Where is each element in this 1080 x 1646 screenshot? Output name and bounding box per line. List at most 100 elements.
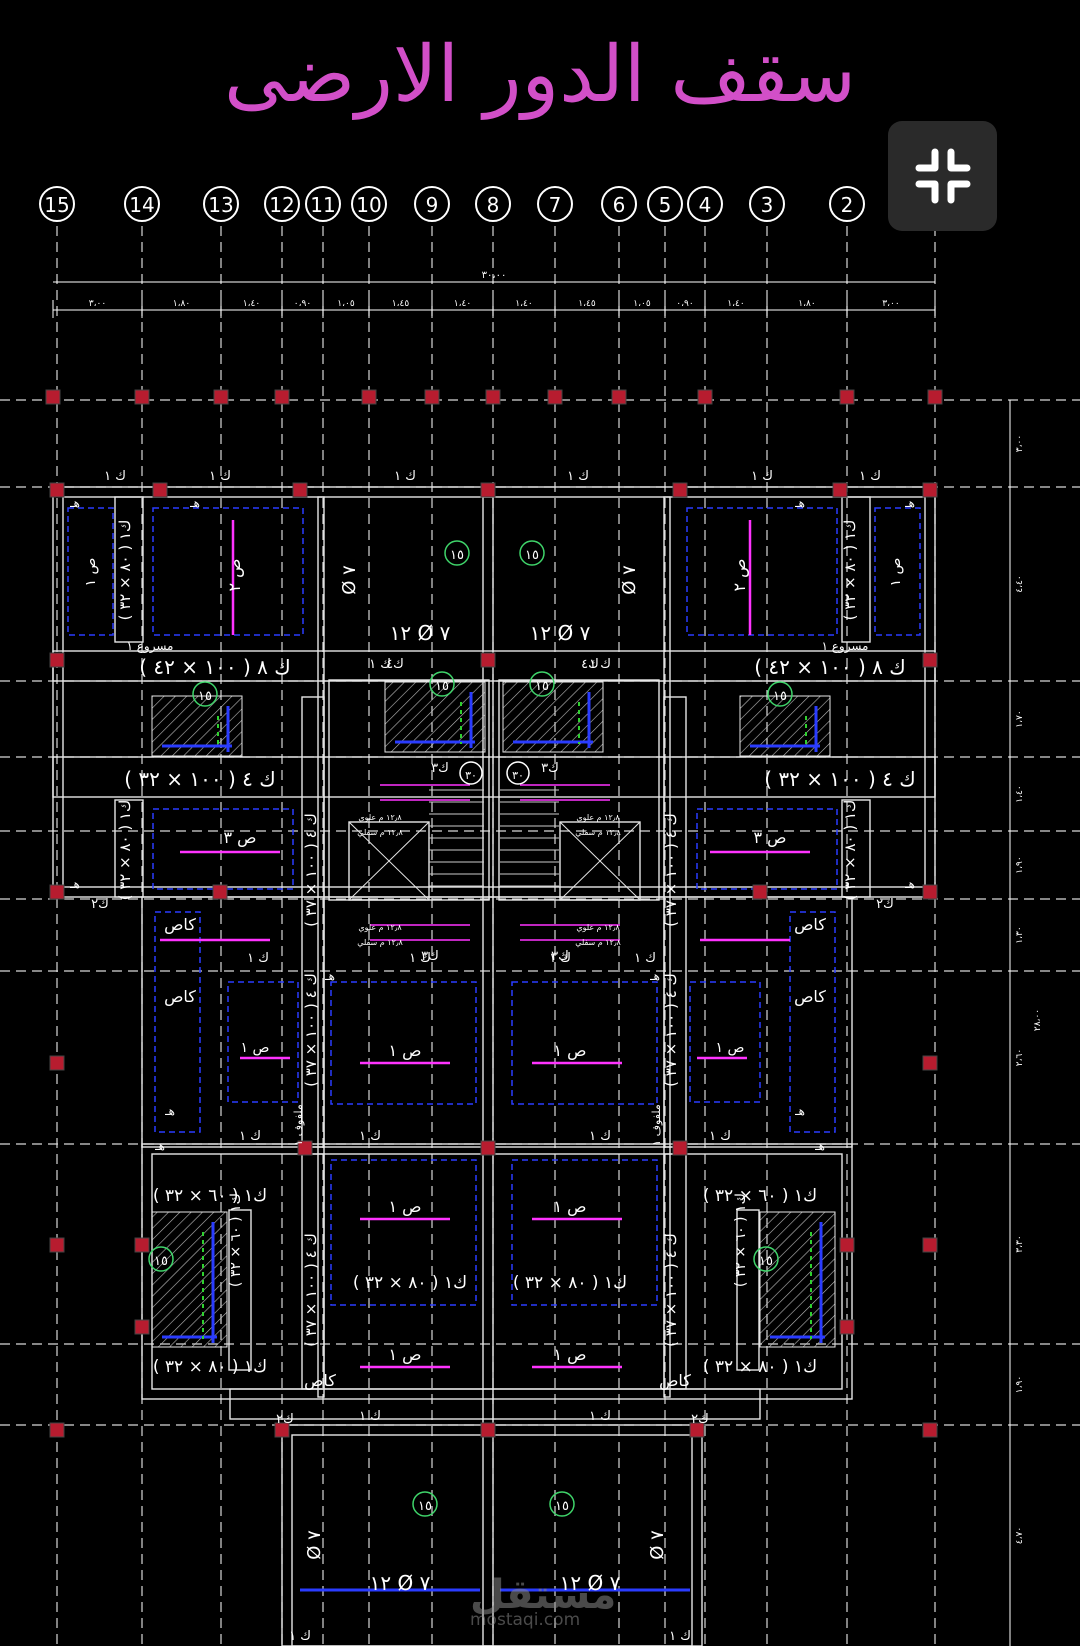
column — [134, 389, 150, 405]
axis-label: 12 — [269, 193, 294, 217]
column — [49, 652, 65, 668]
beam-tag: ك٢ — [691, 1412, 709, 1427]
slab-outline — [67, 507, 114, 636]
section-label: ١٥ — [525, 548, 539, 563]
watermark-logo: مستقل — [470, 1572, 617, 1618]
elevator-x — [348, 821, 430, 901]
dimension-bay: ١،٤٥ — [392, 299, 410, 309]
watermark: مستقل mostaqi.com — [470, 1572, 616, 1630]
column — [49, 482, 65, 498]
dimension-right: ٤،٧٠ — [1015, 1527, 1025, 1544]
outer-wall-inner — [62, 496, 926, 888]
beam-tag: ك ١ — [359, 1129, 381, 1144]
label-slab_s1: ص ١ — [388, 1041, 421, 1061]
axis-bubble — [601, 186, 637, 222]
section-circle — [148, 1246, 174, 1272]
dimension-bay: ١،٨٠ — [798, 299, 815, 309]
dimension-right: ٤،٤٠ — [1015, 575, 1025, 592]
hinge-tag: هـ — [794, 1104, 805, 1118]
label-beam_k1_80: ك١ ( ٨٠ × ٣٢ ) — [513, 1273, 627, 1293]
beam-tag: ك ١ — [209, 469, 231, 484]
label-rebar2: ٧ Ø — [647, 1530, 668, 1560]
column — [922, 1237, 938, 1253]
section-circle — [767, 681, 793, 707]
label-beam_k4: ك ٤ ( ١٠٠ × ٣٢ ) — [124, 767, 276, 791]
beam-tag: ك ١ — [409, 951, 431, 966]
axis-label: 2 — [841, 193, 854, 217]
axis-bubble — [475, 186, 511, 222]
slab-outline — [330, 1159, 477, 1306]
lower-ledge — [229, 1388, 761, 1420]
beam-tag: ك٤ — [386, 657, 404, 672]
beam-tag: ك ١ — [751, 469, 773, 484]
axis-label: 5 — [659, 193, 672, 217]
axis-label: 10 — [356, 193, 381, 217]
label-slab_s1: ص ١ — [888, 558, 904, 587]
axis-label: 9 — [426, 193, 439, 217]
beam-tag: ك ١ — [549, 951, 571, 966]
label-slab_s1: ص ١ — [83, 558, 99, 587]
beam-tag: ك٢ — [91, 897, 109, 912]
slab-outline — [154, 911, 201, 1133]
axis-label: 15 — [44, 193, 69, 217]
label-beam_k1_80: ك١ ( ٨٠ × ٣٢ ) — [703, 1357, 817, 1377]
section-label: ١٥ — [535, 679, 549, 694]
section-circle — [192, 681, 218, 707]
label-beam_k4v: ك ٤ ( ١٠٠ × ٣٧ ) — [662, 1233, 680, 1347]
note-masroo: مسروع ١ — [822, 639, 869, 654]
section-label: ١٥ — [418, 1499, 432, 1514]
axis-bubble — [264, 186, 300, 222]
section-label: ١٥ — [198, 689, 212, 704]
slab-outline — [789, 911, 836, 1133]
section-label: ١٥ — [154, 1254, 168, 1269]
vertical-beam — [841, 496, 871, 643]
section-label: ٣٠ — [512, 769, 524, 782]
beam-tag: ك ١ — [289, 1629, 311, 1644]
label-slab_s3: ص ٣ — [753, 828, 786, 848]
column — [922, 1055, 938, 1071]
slab-outline — [686, 507, 838, 636]
slab-outline — [227, 981, 299, 1103]
column — [480, 482, 496, 498]
drawing-title: سقف الدور الارضى — [224, 30, 856, 120]
column — [839, 1237, 855, 1253]
column — [689, 1422, 705, 1438]
dimension-bay: ١،٨٠ — [173, 299, 190, 309]
label-rebar: ٧ Ø ١٢ — [560, 1571, 621, 1595]
dimension-right: ١،٣٠ — [1015, 926, 1025, 943]
label-beam_k8: ك ٨ ( ١٠٠ × ٤٢ ) — [754, 655, 906, 679]
vertical-beam — [301, 696, 325, 1148]
label-rebar2: ٧ Ø — [339, 565, 360, 595]
stair-note: ١٢٫٨ م علوي — [358, 813, 402, 822]
column — [297, 1140, 313, 1156]
slab-outline — [152, 808, 294, 890]
label-slab_s1: ص ١ — [553, 1041, 586, 1061]
beam-tag: ك ١ — [669, 1629, 691, 1644]
axis-label: 13 — [208, 193, 233, 217]
column — [832, 482, 848, 498]
axis-label: 11 — [310, 193, 335, 217]
label-beam_k1_60: ك١ ( ٦٠ × ٣٢ ) — [733, 1193, 749, 1287]
label-beam_k1_80v: ك١ ( ٨٠ × ٣٢ ) — [116, 800, 134, 901]
label-rebar: ٧ Ø ١٢ — [530, 621, 591, 645]
note-malfoof: ملفوف ١ — [292, 1104, 305, 1146]
column — [547, 389, 563, 405]
label-beam_k1_80v: ك١ ( ٨٠ × ٣٢ ) — [841, 800, 859, 901]
label-kaas: كاص — [794, 915, 826, 935]
beam-tag: ك٣ — [431, 761, 449, 776]
hinge-tag: هـ — [164, 1104, 175, 1118]
label-slab_s1: ص ١ — [241, 1040, 270, 1056]
label-slab_s1: ص ١ — [553, 1345, 586, 1365]
label-beam_k1_80: ك١ ( ٨٠ × ٣٢ ) — [353, 1273, 467, 1293]
watermark-url: mostaqi.com — [470, 1610, 581, 1630]
stair-note: ١٢٫٨ م سفلي — [357, 938, 403, 947]
column — [134, 1237, 150, 1253]
axis-bubble — [749, 186, 785, 222]
column — [361, 389, 377, 405]
column — [672, 1140, 688, 1156]
dimension-right: ٣،٣٠ — [1015, 1235, 1025, 1252]
beam-tag: ك٣ — [541, 761, 559, 776]
label-kaas: كاص — [659, 1371, 691, 1391]
exit-fullscreen-button[interactable] — [888, 121, 997, 231]
label-slab_s1: ص ١ — [553, 1197, 586, 1217]
